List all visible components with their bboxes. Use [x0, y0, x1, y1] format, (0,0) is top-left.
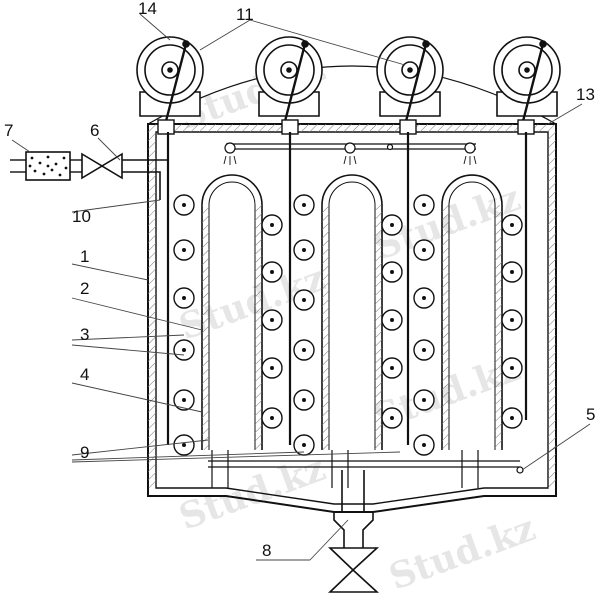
- label-14: 14: [138, 0, 157, 18]
- tank-wall-hatch: [148, 124, 556, 488]
- label-6: 6: [90, 121, 99, 140]
- label-7: 7: [4, 121, 13, 140]
- upper-air-header: [223, 142, 477, 165]
- electrode-group: [201, 174, 503, 450]
- electrode-2: [321, 174, 383, 450]
- bottom-collector: [208, 450, 524, 488]
- label-5: 5: [586, 405, 595, 424]
- inlet-pipe: [120, 159, 169, 200]
- label-11: 11: [236, 5, 254, 24]
- electrode-3: [441, 174, 503, 450]
- label-4: 4: [80, 365, 89, 384]
- label-3: 3: [80, 325, 89, 344]
- roller-3: [376, 36, 444, 126]
- label-1: 1: [80, 247, 89, 266]
- inlet-valve: [81, 152, 123, 180]
- cover-glands: [157, 119, 535, 135]
- part-labels: 14 11 13 7 6 10 1 2 3 4 9 5 8: [4, 0, 595, 560]
- roller-2: [255, 36, 323, 126]
- roller-1: [136, 36, 204, 126]
- label-10: 10: [72, 207, 91, 226]
- roller-group: [136, 36, 561, 126]
- leader-lines: [11, 13, 591, 561]
- label-2: 2: [80, 279, 89, 298]
- label-9: 9: [80, 443, 89, 462]
- electrode-1: [201, 174, 263, 450]
- outlet-pipe: [333, 470, 374, 548]
- label-8: 8: [262, 541, 271, 560]
- cable-1: [166, 132, 195, 456]
- roller-4: [493, 36, 561, 126]
- watermark-text: Stud.kz: [384, 507, 541, 598]
- filter-element: [10, 151, 82, 181]
- roller-centers: [182, 203, 514, 447]
- drain-valve: [328, 547, 380, 593]
- label-13: 13: [576, 85, 595, 104]
